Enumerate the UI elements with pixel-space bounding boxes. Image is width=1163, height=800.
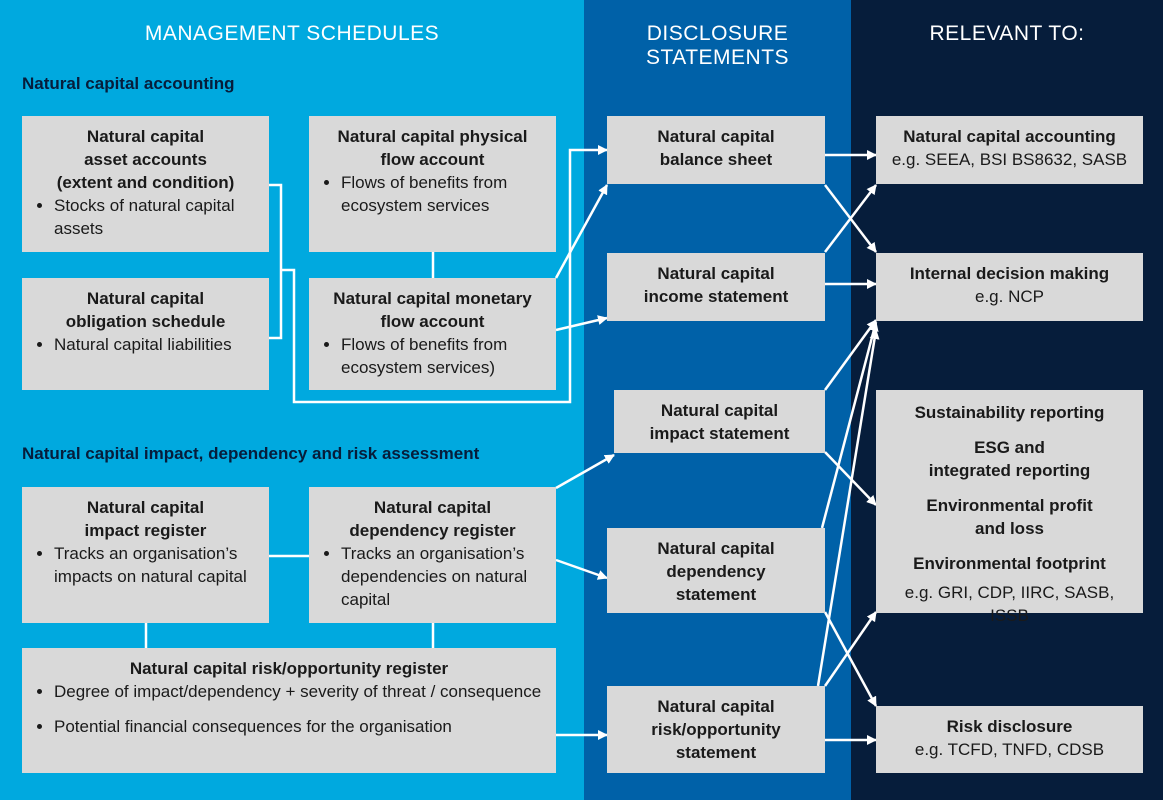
impact-register-box: Natural capital impact register Tracks a… [22,487,269,623]
income-statement-title: Natural capital income statement [643,264,789,306]
monetary-flow-bullet: Flows of benefits from ecosystem service… [341,333,546,379]
risk-opportunity-statement: Natural capital risk/opportunity stateme… [607,686,825,773]
risk-register-box: Natural capital risk/opportunity registe… [22,648,556,773]
risk-register-bullet: Degree of impact/dependency + severity o… [54,680,546,703]
obligation-schedule-bullet: Natural capital liabilities [54,333,259,356]
relevant-footprint-title: Environmental footprint [913,554,1106,573]
relevant-internal-examples: e.g. NCP [975,287,1044,306]
dependency-register-box: Natural capital dependency register Trac… [309,487,556,623]
impact-statement: Natural capital impact statement [614,390,825,453]
physical-flow-box: Natural capital physical flow account Fl… [309,116,556,252]
section-assessment: Natural capital impact, dependency and r… [22,444,480,463]
risk-register-bullet: Potential financial consequences for the… [54,715,546,738]
impact-register-bullet: Tracks an organisation’s impacts on natu… [54,542,259,588]
relevant-internal-title: Internal decision making [909,264,1110,283]
impact-statement-title: Natural capital impact statement [649,401,790,443]
dependency-register-title: Natural capital dependency register [349,498,516,540]
relevant-risk-examples: e.g. TCFD, TNFD, CDSB [914,740,1105,759]
dependency-statement: Natural capital dependency statement [607,528,825,613]
balance-sheet-title: Natural capital balance sheet [657,127,775,169]
relevant-sustainability-box: Sustainability reporting ESG and integra… [876,390,1143,625]
relevant-risk-box: Risk disclosure e.g. TCFD, TNFD, CDSB [876,706,1143,773]
relevant-esg-title: ESG and integrated reporting [928,438,1091,480]
dependency-register-bullet: Tracks an organisation’s dependencies on… [341,542,546,611]
asset-accounts-box: Natural capital asset accounts (extent a… [22,116,269,252]
section-accounting: Natural capital accounting [22,74,235,93]
income-statement: Natural capital income statement [607,253,825,321]
relevant-accounting-title: Natural capital accounting [903,127,1116,146]
relevant-sustainability-examples: e.g. GRI, CDP, IIRC, SASB, ISSB [904,583,1115,625]
obligation-schedule-title: Natural capital obligation schedule [65,289,226,331]
relevant-epl-title: Environmental profit and loss [926,496,1093,538]
disclosure-header: DISCLOSURE STATEMENTS [645,22,790,69]
balance-sheet-statement: Natural capital balance sheet [607,116,825,184]
monetary-flow-box: Natural capital monetary flow account Fl… [309,278,556,390]
asset-accounts-title: Natural capital asset accounts (extent a… [56,127,235,192]
dependency-statement-title: Natural capital dependency statement [657,539,775,604]
relevant-header: RELEVANT TO: [929,22,1085,45]
physical-flow-bullet: Flows of benefits from ecosystem service… [341,171,546,217]
relevant-internal-box: Internal decision making e.g. NCP [876,253,1143,321]
monetary-flow-title: Natural capital monetary flow account [333,289,532,331]
physical-flow-title: Natural capital physical flow account [337,127,528,169]
obligation-schedule-box: Natural capital obligation schedule Natu… [22,278,269,390]
relevant-accounting-examples: e.g. SEEA, BSI BS8632, SASB [891,150,1128,169]
relevant-accounting-box: Natural capital accounting e.g. SEEA, BS… [876,116,1143,184]
impact-register-title: Natural capital impact register [84,498,207,540]
relevant-risk-title: Risk disclosure [946,717,1073,736]
asset-accounts-bullet: Stocks of natural capital assets [54,194,259,240]
risk-register-title: Natural capital risk/opportunity registe… [129,659,449,678]
management-header: MANAGEMENT SCHEDULES [144,22,440,45]
relevant-sustainability-title: Sustainability reporting [914,403,1105,422]
risk-statement-title: Natural capital risk/opportunity stateme… [651,697,781,762]
